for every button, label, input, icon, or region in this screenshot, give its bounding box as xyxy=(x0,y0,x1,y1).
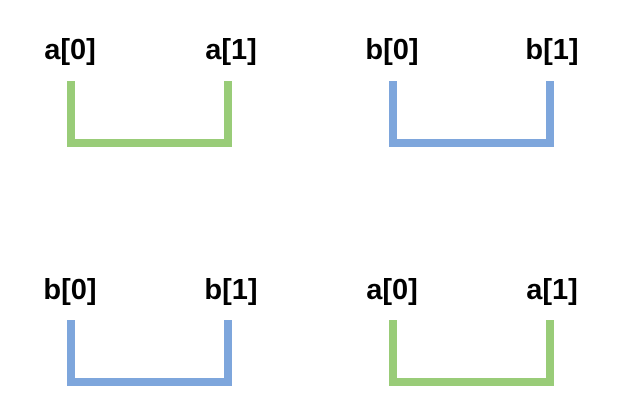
label-b0: b[0] xyxy=(43,274,97,306)
bracket-blue xyxy=(67,320,232,386)
label-a0: a[0] xyxy=(366,274,418,306)
label-a0: a[0] xyxy=(44,34,96,66)
label-b1: b[1] xyxy=(525,34,579,66)
bracket-green xyxy=(67,81,232,147)
label-a1: a[1] xyxy=(205,34,257,66)
bracket-green xyxy=(389,320,554,386)
label-b1: b[1] xyxy=(204,274,258,306)
label-a1: a[1] xyxy=(526,274,578,306)
label-b0: b[0] xyxy=(365,34,419,66)
bracket-blue xyxy=(389,81,554,147)
